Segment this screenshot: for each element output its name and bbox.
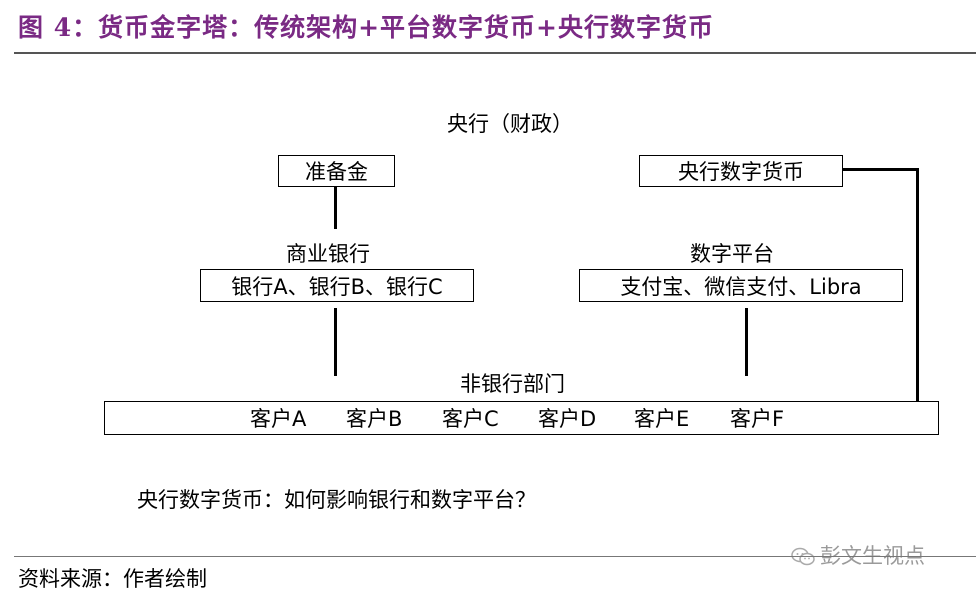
platforms-box: 支付宝、微信支付、Libra xyxy=(579,269,903,302)
customer-c: 客户C xyxy=(442,407,499,431)
connector-banks-customers xyxy=(334,308,337,376)
reserve-box: 准备金 xyxy=(278,155,395,187)
wechat-icon xyxy=(791,547,815,566)
customers-box: 客户A 客户B 客户C 客户D 客户E 客户F xyxy=(104,401,939,435)
customer-b: 客户B xyxy=(346,407,403,431)
digital-platform-label: 数字平台 xyxy=(690,242,774,266)
central-bank-label: 央行（财政） xyxy=(447,112,573,136)
commercial-banks-label: 商业银行 xyxy=(286,242,370,266)
customer-e: 客户E xyxy=(634,407,690,431)
connector-cbdc-horizontal xyxy=(843,168,919,171)
watermark: 彭文生视点 xyxy=(790,540,925,570)
figure-title: 图 4：货币金字塔：传统架构+平台数字货币+央行数字货币 xyxy=(18,13,714,42)
non-bank-label: 非银行部门 xyxy=(460,372,565,396)
source-note: 资料来源：作者绘制 xyxy=(18,567,207,591)
customer-d: 客户D xyxy=(538,407,597,431)
source-divider xyxy=(14,556,976,557)
customer-f: 客户F xyxy=(730,407,785,431)
cbdc-box: 央行数字货币 xyxy=(639,155,843,187)
title-divider xyxy=(14,52,976,54)
connector-reserve-banks xyxy=(334,187,337,229)
banks-box: 银行A、银行B、银行C xyxy=(200,269,474,302)
connector-platforms-customers xyxy=(745,308,748,376)
connector-cbdc-vertical xyxy=(916,168,919,401)
customer-a: 客户A xyxy=(250,407,307,431)
question-text: 央行数字货币：如何影响银行和数字平台？ xyxy=(137,488,536,512)
